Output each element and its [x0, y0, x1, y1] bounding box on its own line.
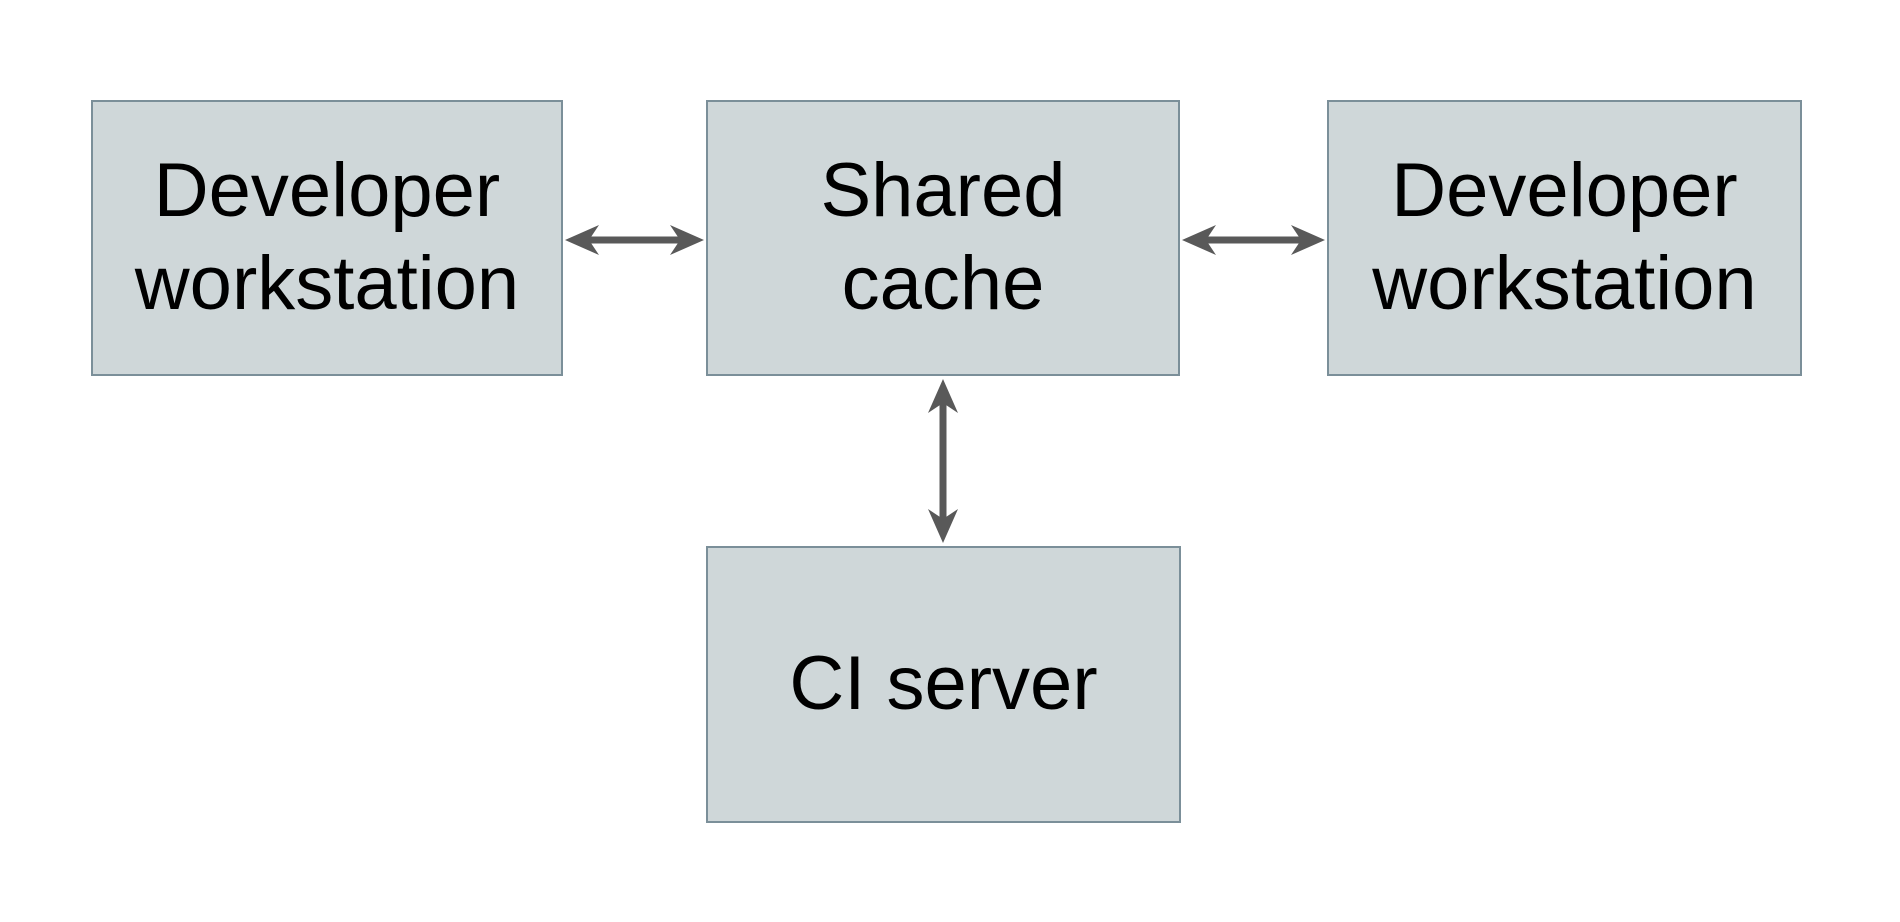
node-shared-cache: Shared cache — [706, 100, 1180, 376]
arrow-cache-devright-bidirectional-icon — [1182, 225, 1325, 255]
node-label-line: Shared — [820, 148, 1066, 234]
node-developer-workstation-left: Developer workstation — [91, 100, 563, 376]
node-label-line: Developer — [153, 148, 501, 234]
node-label-line: Developer — [1391, 148, 1738, 234]
node-ci-server: CI server — [706, 546, 1181, 823]
node-label-line: workstation — [1372, 241, 1757, 326]
arrow-devleft-cache-bidirectional-icon — [565, 225, 704, 255]
node-label-line: workstation — [134, 241, 520, 326]
arrow-cache-ciserver-bidirectional-icon — [928, 379, 958, 543]
node-developer-workstation-right: Developer workstation — [1327, 100, 1802, 376]
node-label-line: CI server — [789, 641, 1098, 727]
node-label-line: cache — [841, 241, 1045, 326]
